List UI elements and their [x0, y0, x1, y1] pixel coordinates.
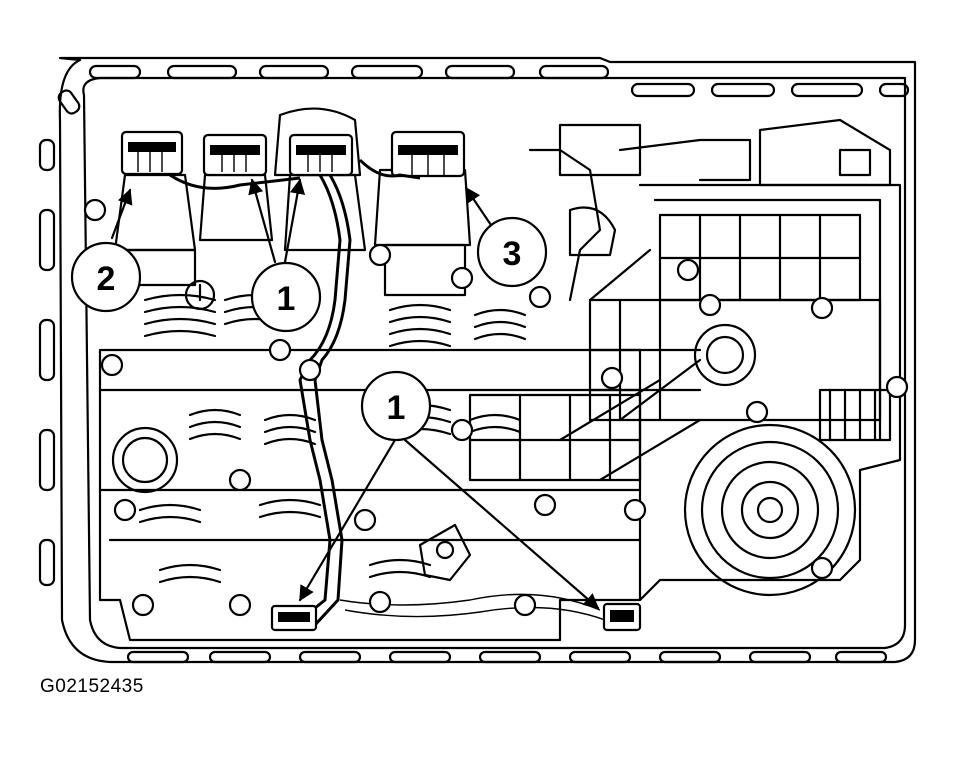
pan-gasket-outline	[58, 56, 917, 664]
bolts	[83, 198, 909, 617]
callout-1-top: 1	[250, 261, 322, 333]
callout-2: 2	[70, 241, 142, 313]
connector-1b	[288, 133, 354, 177]
callout-1-top-label: 1	[277, 280, 296, 318]
gasket-slots-top	[88, 64, 910, 98]
callout-2-label: 2	[97, 260, 116, 298]
gasket-slots-bottom	[126, 650, 888, 664]
grid-ribs-right	[468, 213, 882, 482]
manual-valve-linkage	[528, 118, 892, 302]
connector-3	[390, 130, 466, 178]
callout-3-label: 3	[503, 235, 522, 273]
callout-1-bottom: 1	[360, 370, 432, 442]
callout-3: 3	[476, 216, 548, 288]
leader-arrows	[110, 178, 600, 610]
figure-id: G02152435	[40, 676, 144, 697]
connector-2	[120, 130, 184, 176]
accumulator-cover	[683, 323, 892, 597]
bottom-connector-right	[602, 602, 642, 632]
connector-1a	[202, 133, 268, 177]
retainer-bracket	[418, 523, 472, 582]
gasket-slots-left	[38, 89, 81, 587]
callout-1-bottom-label: 1	[387, 389, 406, 427]
bottom-connector-left	[270, 604, 318, 632]
left-boss	[111, 426, 179, 494]
